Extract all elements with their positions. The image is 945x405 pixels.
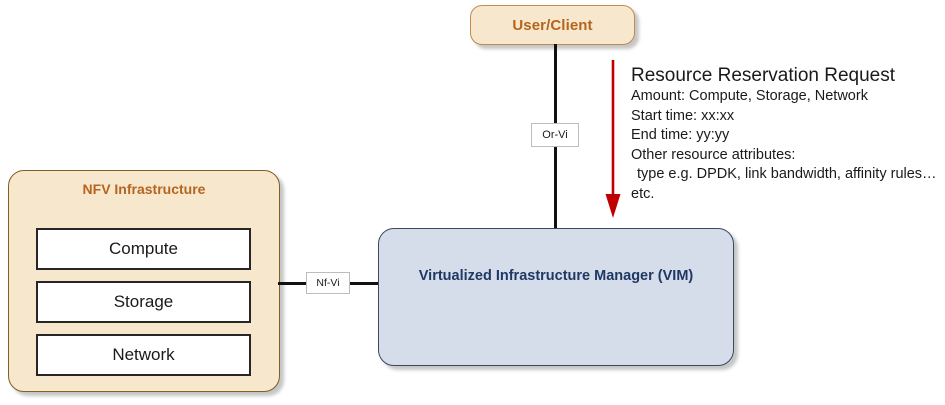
nfv-infrastructure-title: NFV Infrastructure <box>82 181 206 197</box>
nfvi-subsystem-compute[interactable]: Compute <box>36 228 251 270</box>
nf-vi-connector-label: Nf-Vi <box>306 272 350 294</box>
nfvi-subsystem-network-label: Network <box>112 345 175 364</box>
nfvi-subsystem-storage-label: Storage <box>113 292 174 311</box>
nfvi-subsystem-network[interactable]: Network <box>36 334 251 376</box>
annotation-line-amount: Amount: Compute, Storage, Network <box>631 88 868 104</box>
annotation-line-attribute-examples: type e.g. DPDK, link bandwidth, affinity… <box>631 166 937 202</box>
or-vi-label-text: Or-Vi <box>542 129 568 141</box>
annotation-block: Resource Reservation Request Amount: Com… <box>631 64 943 204</box>
nfvi-subsystem-storage[interactable]: Storage <box>36 281 251 323</box>
vim-node[interactable]: Virtualized Infrastructure Manager (VIM) <box>378 228 734 366</box>
user-client-node[interactable]: User/Client <box>470 5 635 45</box>
user-client-label: User/Client <box>512 16 593 34</box>
annotation-line-end-time: End time: yy:yy <box>631 127 730 143</box>
or-vi-connector-label: Or-Vi <box>531 123 579 147</box>
nfv-infrastructure-node[interactable]: NFV Infrastructure Compute Storage Netwo… <box>8 170 280 392</box>
annotation-title: Resource Reservation Request <box>631 65 896 86</box>
nfvi-subsystem-compute-label: Compute <box>109 239 178 258</box>
annotation-line-start-time: Start time: xx:xx <box>631 107 735 124</box>
resource-reservation-request-arrow <box>605 60 621 218</box>
nf-vi-label-text: Nf-Vi <box>316 277 340 289</box>
annotation-line-other-attributes: Other resource attributes: <box>631 146 796 163</box>
vim-label: Virtualized Infrastructure Manager (VIM) <box>418 268 694 284</box>
